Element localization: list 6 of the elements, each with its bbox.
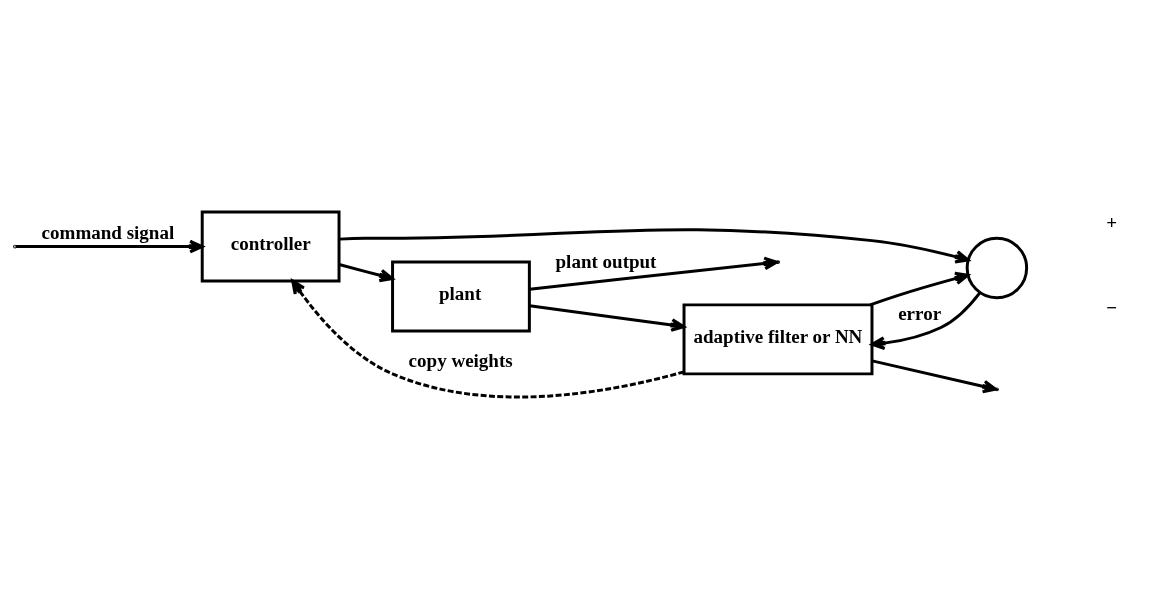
edge-label: plant output bbox=[555, 250, 657, 272]
edge-label: copy weights bbox=[408, 349, 513, 370]
edge-label: error bbox=[898, 302, 942, 324]
label: + bbox=[1106, 211, 1118, 232]
label: − bbox=[1106, 296, 1118, 318]
edge-label: command signal bbox=[41, 221, 175, 243]
